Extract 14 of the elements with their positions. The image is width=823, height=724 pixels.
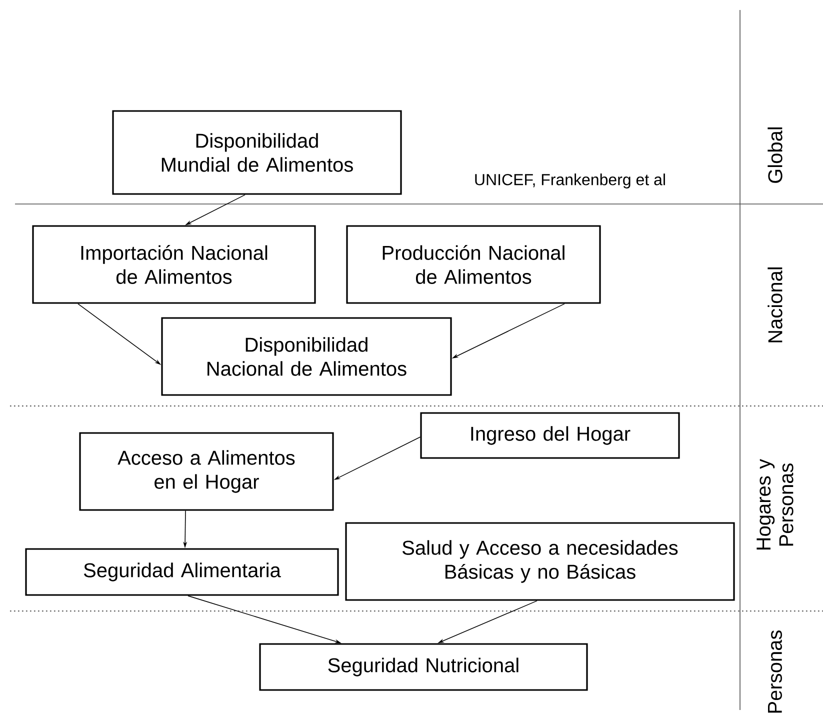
band-label: Nacional — [768, 267, 782, 342]
process-box: Salud y Acceso a necesidades Básicas y no Básicas — [345, 522, 735, 601]
source-note: UNICEF, Frankenberg et al — [475, 174, 665, 188]
process-box: Producción Nacional de Alimentos — [346, 225, 601, 304]
band-label: Global — [768, 127, 782, 183]
process-box: Disponibilidad Mundial de Alimentos — [112, 110, 402, 195]
process-box: Importación Nacional de Alimentos — [32, 225, 316, 304]
process-box: Seguridad Nutricional — [259, 643, 588, 691]
process-box: Seguridad Alimentaria — [25, 548, 339, 596]
band-label: Hogares y Personas — [756, 458, 794, 550]
process-box: Ingreso del Hogar — [420, 412, 680, 459]
process-box: Disponibilidad Nacional de Alimentos — [161, 317, 452, 396]
band-label: Personas — [768, 630, 782, 713]
process-box: Acceso a Alimentos en el Hogar — [79, 432, 334, 511]
